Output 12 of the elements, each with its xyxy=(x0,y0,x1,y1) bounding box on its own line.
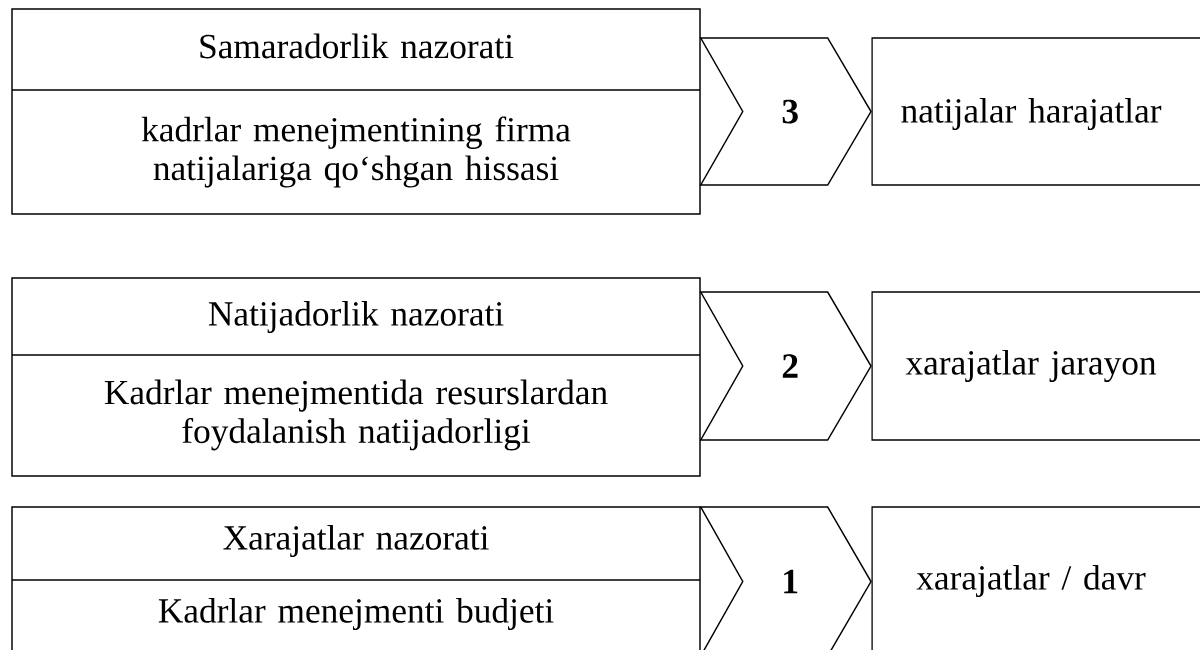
chevron-arrow xyxy=(699,37,872,186)
chevron-arrow xyxy=(699,506,872,650)
control-box: Natijadorlik nazorati Kadrlar menejmentida resurslardan foydalanish natijadorligi xyxy=(11,277,701,477)
edge-label: 3 xyxy=(782,99,798,124)
edge-label: 1 xyxy=(784,569,798,594)
control-box: Xarajatlar nazorati Kadrlar menejmenti budjeti xyxy=(11,506,701,650)
control-box: Samaradorlik nazorati kadrlar menejmentining firma natijalariga qo‘shgan hissasi xyxy=(11,8,701,215)
edge-label: 2 xyxy=(782,354,798,378)
result-box: natijalar harajatlar xyxy=(871,37,1200,186)
chevron-arrow xyxy=(699,291,872,441)
result-box: xarajatlar / davr xyxy=(871,506,1200,650)
result-box: xarajatlar jarayon xyxy=(871,291,1200,441)
